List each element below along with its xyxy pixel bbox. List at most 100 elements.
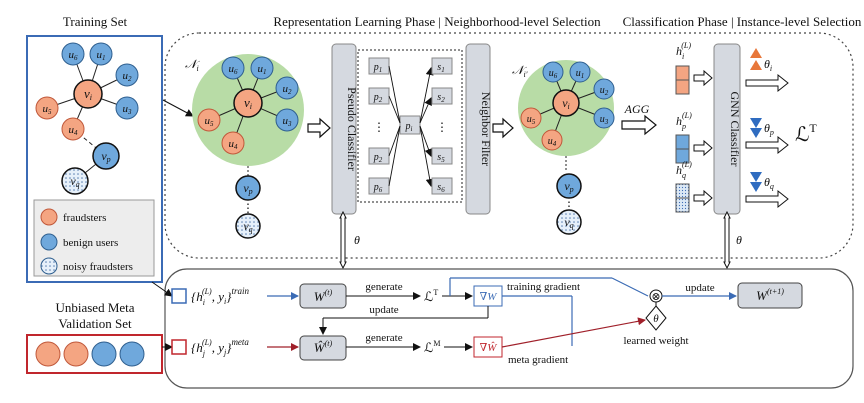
svg-text:u1: u1 <box>576 68 585 80</box>
svg-text:⋮: ⋮ <box>242 201 254 215</box>
filtered-neighborhood-graph: 𝒩i′ u6 u1 u2 u3 u5 u4 vi vp ⋮ vq <box>512 60 615 235</box>
otimes: ⊗ <box>651 291 660 303</box>
svg-text:vi: vi <box>84 86 92 102</box>
svg-text:u6: u6 <box>69 49 79 62</box>
svg-text:pi: pi <box>405 121 413 133</box>
meta-gradient-label: meta gradient <box>508 354 568 366</box>
input-arrow <box>162 99 194 117</box>
meta-set-title-line2: Validation Set <box>58 316 132 331</box>
meta-validation-frame <box>26 334 163 374</box>
legend-fraud-swatch <box>40 208 58 226</box>
generate-label-2: generate <box>365 332 402 344</box>
node-vi <box>73 79 103 109</box>
legend-fraudsters: fraudsters <box>63 212 106 224</box>
svg-text:⋮: ⋮ <box>436 120 448 134</box>
svg-text:vq: vq <box>243 219 252 234</box>
hollow-arrow-1 <box>307 117 331 139</box>
p-center-box <box>399 115 421 135</box>
train-set-notation: {hi(L), yi}train <box>191 286 249 307</box>
meta-set-title-line1: Unbiased Meta <box>55 300 134 315</box>
svg-text:u5: u5 <box>527 114 536 126</box>
svg-text:s1: s1 <box>437 62 444 74</box>
svg-text:u4: u4 <box>229 138 239 151</box>
theta-diamond <box>645 305 667 331</box>
svg-text:vp: vp <box>243 181 252 196</box>
grad-W-hat: ∇Ŵ <box>480 341 498 354</box>
embeddings: hi(L) hp(L) hq(L) <box>675 41 692 213</box>
gnn-classifier-label: GNN Classifier <box>728 92 742 167</box>
svg-text:u3: u3 <box>283 115 293 128</box>
node-u5 <box>35 96 59 120</box>
svg-text:u3: u3 <box>123 103 133 116</box>
legend-noisy-swatch <box>40 257 58 275</box>
svg-text:θ: θ <box>354 233 360 247</box>
pseudo-label-box <box>357 49 463 203</box>
p-to-s-arrows <box>388 65 434 187</box>
node-u2 <box>115 63 139 87</box>
svg-text:u3: u3 <box>600 114 609 126</box>
weight-W-t1[interactable] <box>737 282 803 309</box>
weight-W-hat-t[interactable] <box>299 335 347 361</box>
legend-benign: benign users <box>63 237 118 249</box>
hollow-arrow-2 <box>492 117 514 139</box>
train-sample-marker <box>171 288 187 304</box>
node-u1 <box>89 42 113 66</box>
svg-text:p2: p2 <box>373 152 383 164</box>
svg-text:θ: θ <box>653 313 659 325</box>
svg-text:u2: u2 <box>600 85 609 97</box>
svg-text:hp(L): hp(L) <box>676 111 692 131</box>
learned-weight-label: learned weight <box>623 335 688 347</box>
grad-W: ∇W <box>480 291 498 303</box>
svg-text:s6: s6 <box>437 182 445 194</box>
svg-text:u4: u4 <box>548 136 557 148</box>
training-set-title: Training Set <box>63 14 128 29</box>
update-label-1: update <box>369 304 398 316</box>
svg-text:ℒT: ℒT <box>795 121 817 146</box>
neighbor-filter-label: Neighbor Filter <box>479 92 493 166</box>
meta-set-notation: {hj(L), yj}meta <box>191 337 249 358</box>
svg-text:vp: vp <box>101 149 110 164</box>
generate-label-1: generate <box>365 281 402 293</box>
svg-text:u5: u5 <box>205 115 215 128</box>
svg-text:u2: u2 <box>123 70 133 83</box>
node-vq <box>61 167 89 195</box>
svg-text:θp: θp <box>764 121 774 137</box>
svg-text:𝒩i: 𝒩i <box>185 57 200 73</box>
agg-arrow <box>621 114 657 136</box>
svg-text:u1: u1 <box>258 63 267 76</box>
svg-text:p6: p6 <box>373 182 383 194</box>
svg-text:p2: p2 <box>373 92 383 104</box>
phase-container <box>164 32 854 259</box>
svg-text:u5: u5 <box>43 103 53 116</box>
svg-text:u1: u1 <box>97 49 106 62</box>
svg-text:vq: vq <box>70 174 79 189</box>
agg-label: AGG <box>624 102 650 116</box>
svg-text:hi(L): hi(L) <box>676 41 691 61</box>
loss-M: ℒM <box>424 339 441 355</box>
training-gradient-label: training gradient <box>507 281 580 293</box>
svg-text:vi: vi <box>562 96 570 111</box>
svg-text:vp: vp <box>564 179 573 194</box>
svg-text:vq: vq <box>564 215 573 230</box>
output-weights: θi θp θq ℒT <box>745 48 817 209</box>
meta-sample-marker <box>171 339 187 355</box>
svg-text:θ: θ <box>736 233 742 247</box>
svg-text:vi: vi <box>244 95 252 111</box>
svg-text:u6: u6 <box>549 68 558 80</box>
svg-text:hq(L): hq(L) <box>676 160 692 180</box>
loss-T: ℒT <box>424 288 438 304</box>
theta-links: θ θ <box>339 210 742 270</box>
training-graph: u6 u1 u2 u3 u5 u4 vi vp vq <box>35 42 139 195</box>
svg-text:θi: θi <box>764 57 772 73</box>
legend-benign-swatch <box>40 233 58 251</box>
p-boxes: p1 p2 p2 p6 ⋮ <box>368 57 390 195</box>
node-u4 <box>61 117 85 141</box>
svg-text:s2: s2 <box>437 92 445 104</box>
meta-learning-panel <box>164 268 854 389</box>
classification-phase-title: Classification Phase | Instance-level Se… <box>623 14 862 29</box>
neighborhood-graph: 𝒩i u6 u1 u2 u3 u5 u4 vi vp ⋮ vq <box>185 54 304 239</box>
svg-text:p1: p1 <box>373 62 383 74</box>
update-label-2: update <box>685 282 714 294</box>
neighbor-filter[interactable] <box>465 43 491 215</box>
